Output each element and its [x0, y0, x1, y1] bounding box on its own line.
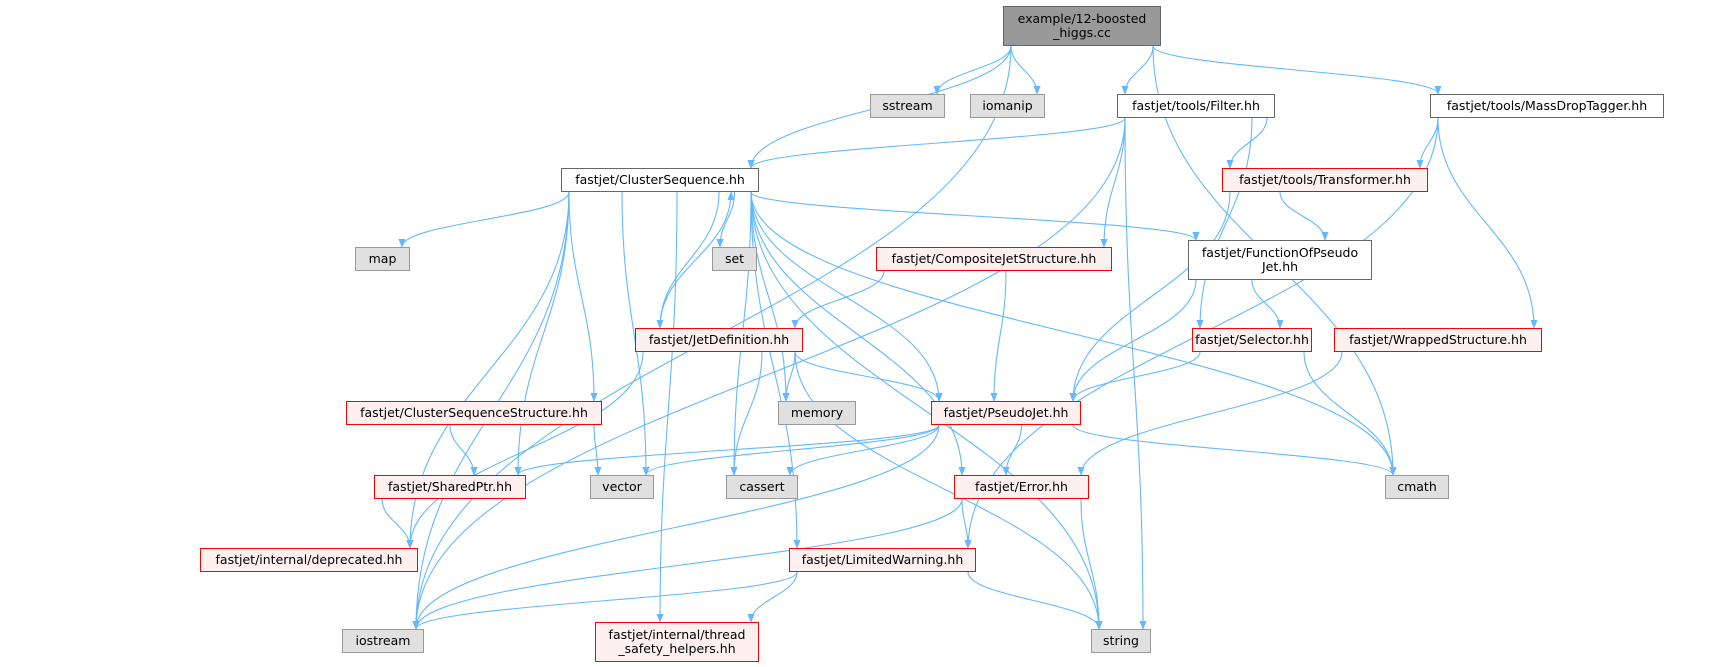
edge-jetdef-to-memory [782, 351, 796, 402]
edge-error-to-iostream [412, 498, 963, 630]
node-vector: vector [590, 475, 654, 499]
node-wrapped-structure[interactable]: fastjet/WrappedStructure.hh [1334, 328, 1542, 352]
edge-pseudojet-to-iostream [412, 424, 940, 630]
edge-pseudojet-to-cassert [786, 424, 940, 476]
edge-pseudojet-to-vector [642, 424, 940, 476]
edge-error-to-string [1080, 498, 1103, 630]
edge-main-to-iomanip [1010, 45, 1041, 95]
node-iomanip: iomanip [970, 94, 1045, 118]
node-filter[interactable]: fastjet/tools/Filter.hh [1117, 94, 1275, 118]
edge-main-to-filter [1121, 45, 1154, 95]
edge-jetdef-to-pseudojet [794, 351, 943, 402]
edge-selector-to-cmath [1303, 351, 1397, 476]
node-function-of-pseudojet[interactable]: fastjet/FunctionOfPseudo Jet.hh [1188, 240, 1372, 280]
node-iostream: iostream [342, 629, 424, 653]
node-cluster-sequence-structure[interactable]: fastjet/ClusterSequenceStructure.hh [346, 401, 602, 425]
edge-massdrop-to-wrapped [1437, 117, 1538, 329]
node-cmath: cmath [1385, 475, 1449, 499]
edge-transformer-to-funcpseudo [1279, 191, 1329, 241]
edge-limitedwarning-to-threadsafety [747, 571, 798, 623]
edge-clusterseq-to-memory [750, 191, 790, 402]
edge-clusterseq-to-string [750, 191, 1103, 630]
edge-filter-to-iostream [412, 117, 1126, 630]
edge-limitedwarning-to-string [967, 571, 1103, 630]
edge-filter-to-composite [1100, 117, 1126, 248]
node-shared-ptr[interactable]: fastjet/SharedPtr.hh [374, 475, 526, 499]
edge-pseudojet-to-cmath [1072, 424, 1397, 476]
edge-jetdef-to-cassert [730, 351, 763, 476]
edge-main-to-sstream [933, 45, 1012, 95]
edge-wrapped-to-error [1077, 351, 1343, 476]
edge-clusterseq-to-funcpseudo [750, 191, 1200, 241]
edge-error-to-limitedwarning [961, 498, 972, 549]
edge-jetdef-to-clusterseq [659, 191, 735, 329]
node-set: set [712, 247, 757, 271]
node-sstream: sstream [870, 94, 945, 118]
edge-sharedptr-to-deprecated [381, 498, 414, 549]
edge-funcpseudo-to-pseudojet [1069, 279, 1197, 402]
edge-pseudojet-to-error [1002, 424, 1023, 476]
node-memory: memory [778, 401, 856, 425]
node-string: string [1091, 629, 1151, 653]
edge-clusterseq-to-vector [621, 191, 650, 476]
node-jet-definition[interactable]: fastjet/JetDefinition.hh [635, 328, 803, 352]
edge-selector-to-pseudojet [1069, 351, 1201, 402]
edge-main-to-massdrop [1152, 45, 1442, 95]
node-transformer[interactable]: fastjet/tools/Transformer.hh [1222, 168, 1428, 192]
edge-filter-to-transformer [1226, 117, 1268, 169]
node-selector[interactable]: fastjet/Selector.hh [1192, 328, 1312, 352]
edge-csstructure-to-sharedptr [449, 424, 478, 476]
edge-clusterseq-to-pseudojet [750, 191, 943, 402]
edge-transformer-to-pseudojet [1069, 191, 1231, 402]
edge-filter-to-clusterseq [747, 117, 1126, 169]
edge-limitedwarning-to-iostream [412, 571, 798, 630]
edge-composite-to-jetdef [791, 270, 885, 329]
edge-composite-to-pseudojet [990, 270, 1007, 402]
node-cluster-sequence[interactable]: fastjet/ClusterSequence.hh [561, 168, 759, 192]
node-error[interactable]: fastjet/Error.hh [954, 475, 1089, 499]
edge-clusterseq-to-threadsafety [656, 191, 678, 623]
edge-csstructure-to-vector [593, 424, 602, 476]
node-cassert: cassert [726, 475, 798, 499]
node-internal-deprecated[interactable]: fastjet/internal/deprecated.hh [200, 548, 418, 572]
node-thread-safety-helpers[interactable]: fastjet/internal/thread _safety_helpers.… [595, 622, 759, 662]
edge-clusterseq-to-map [398, 191, 570, 248]
edge-clusterseq-to-cmath [750, 191, 1397, 476]
edge-jetdef-to-deprecated [406, 351, 644, 549]
edge-clusterseq-to-set [716, 191, 736, 248]
node-limited-warning[interactable]: fastjet/LimitedWarning.hh [789, 548, 976, 572]
edge-jetdef-to-string [794, 351, 1103, 630]
node-mass-drop-tagger[interactable]: fastjet/tools/MassDropTagger.hh [1430, 94, 1664, 118]
edge-clusterseq-to-csstructure [568, 191, 598, 402]
edge-clusterseq-to-jetdef [656, 191, 720, 329]
edge-filter-to-selector [1196, 117, 1253, 329]
node-main-file[interactable]: example/12-boosted _higgs.cc [1003, 6, 1161, 46]
node-pseudojet[interactable]: fastjet/PseudoJet.hh [931, 401, 1081, 425]
edge-pseudojet-to-sharedptr [514, 424, 940, 476]
edge-clusterseq-to-error [750, 191, 966, 476]
edge-filter-to-string [1124, 117, 1147, 630]
edge-funcpseudo-to-selector [1251, 279, 1284, 329]
edge-clusterseq-to-sharedptr [514, 191, 570, 476]
node-map: map [355, 247, 410, 271]
node-composite-jet-structure[interactable]: fastjet/CompositeJetStructure.hh [876, 247, 1112, 271]
